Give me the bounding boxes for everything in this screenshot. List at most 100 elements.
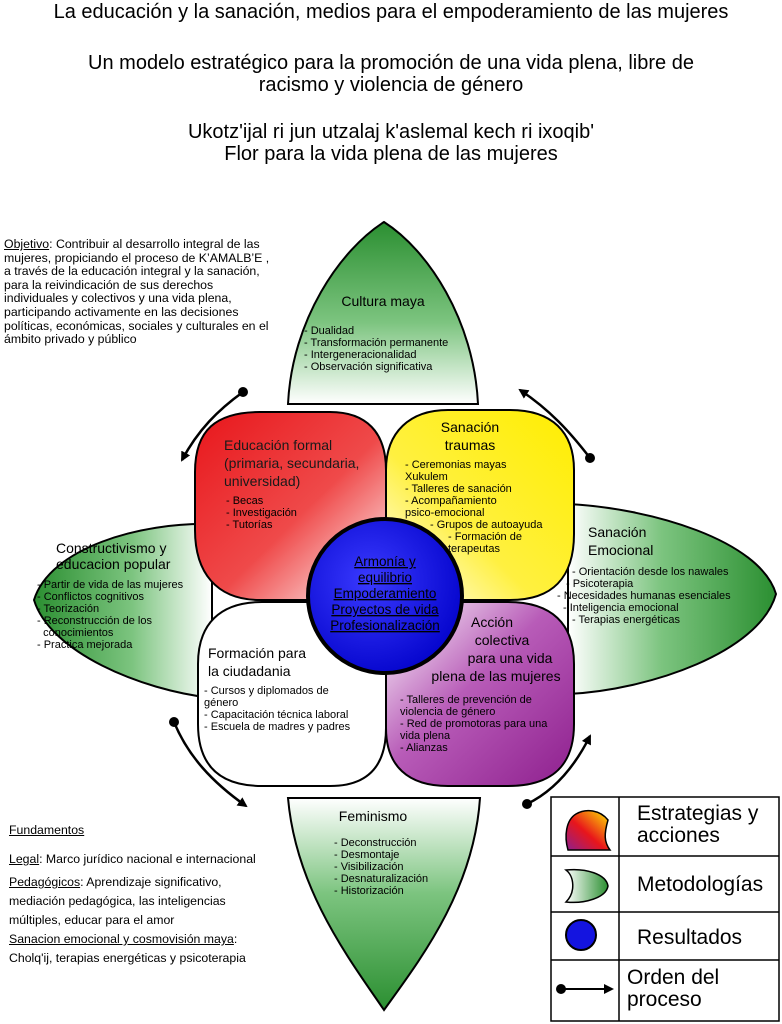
petal-bottom-item: - Desnaturalización bbox=[334, 873, 428, 885]
petal-top-item: - Intergeneracionalidad bbox=[304, 349, 417, 361]
quadrant-white-item: - Escuela de madres y padres bbox=[204, 721, 351, 733]
quadrant-red-title: universidad) bbox=[224, 473, 300, 489]
quadrant-yellow-title: traumas bbox=[445, 437, 496, 453]
quadrant-purple-item: violencia de género bbox=[400, 706, 495, 718]
petal-right-item: - Psicoterapia bbox=[566, 578, 634, 590]
quadrant-white-title: Formación para bbox=[208, 645, 306, 661]
legend-strategies-swatch bbox=[565, 809, 612, 851]
center-line: Profesionalización bbox=[330, 618, 440, 633]
petal-left-constructivismo bbox=[32, 522, 213, 700]
petal-bottom-item: - Visibilización bbox=[334, 861, 404, 873]
petal-bottom-title: Feminismo bbox=[339, 808, 408, 824]
process-arrow-bottom-right bbox=[522, 734, 592, 809]
flower-title-kiche: Ukotz'ijal ri jun utzalaj k'aslemal kech… bbox=[187, 121, 595, 143]
fundamentos-san-label: Sanacion emocional y cosmovisión maya bbox=[9, 932, 234, 946]
petal-bottom-item: - Deconstrucción bbox=[334, 837, 417, 849]
fundamentos-block: Fundamentos Legal: Marco jurídico nacion… bbox=[9, 821, 279, 968]
quadrant-yellow-item: terapeutas bbox=[448, 543, 500, 555]
petal-left-item: - Teorización bbox=[37, 603, 99, 615]
petal-left-item: - Practica mejorada bbox=[37, 639, 133, 651]
quadrant-white-item: género bbox=[204, 697, 238, 709]
petal-left-title: Constructivismo y bbox=[56, 540, 166, 556]
petal-top-title: Cultura maya bbox=[341, 293, 424, 309]
subtitle-line-1: Un modelo estratégico para la promoción … bbox=[88, 52, 694, 74]
quadrant-red-item: - Investigación bbox=[226, 507, 297, 519]
main-title: La educación y la sanación, medios para … bbox=[53, 1, 729, 23]
quadrant-purple-title: colectiva bbox=[475, 632, 530, 648]
fundamentos-legal-text: : Marco jurídico nacional e internaciona… bbox=[39, 852, 256, 866]
fundamentos-heading: Fundamentos bbox=[9, 823, 85, 837]
quadrant-yellow-item: - Talleres de sanación bbox=[405, 483, 512, 495]
petal-left-item: - Partir de vida de las mujeres bbox=[37, 579, 184, 591]
quadrant-yellow-item: Xukulem bbox=[405, 471, 448, 483]
petal-right-sanacion-emocional bbox=[567, 502, 778, 696]
quadrant-purple-title: Acción bbox=[471, 614, 513, 630]
petal-top-cultura-maya bbox=[286, 220, 480, 405]
quadrant-white-title: la ciudadania bbox=[208, 663, 291, 679]
legend-methodologies-label: Metodologías bbox=[637, 873, 764, 896]
legend-order-label: Orden del proceso bbox=[627, 966, 720, 1011]
legend-strategies-label: Estrategias y acciones bbox=[637, 802, 759, 847]
center-line: equilibrio bbox=[358, 570, 412, 585]
legend-order-arrow-icon bbox=[556, 984, 614, 994]
quadrant-red-title: Educación formal bbox=[224, 437, 332, 453]
fundamentos-ped-label: Pedagógicos bbox=[9, 875, 81, 889]
process-arrow-top-right bbox=[518, 388, 595, 463]
legend-results-swatch bbox=[565, 919, 597, 951]
quadrant-yellow-item: - Formación de bbox=[448, 531, 522, 543]
petal-right-item: - Orientación desde los nawales bbox=[572, 566, 729, 578]
fundamentos-ped-text: : Aprendizaje significativo, mediación p… bbox=[9, 875, 226, 927]
process-arrow-bottom-left bbox=[169, 717, 248, 808]
petal-top-item: - Dualidad bbox=[304, 325, 354, 337]
petal-right-title: Emocional bbox=[588, 542, 653, 558]
center-line: Empoderamiento bbox=[334, 586, 437, 601]
quadrant-yellow-title: Sanación bbox=[441, 419, 499, 435]
quadrant-yellow-item: psico-emocional bbox=[405, 507, 484, 519]
petal-left-item: - Conflictos cognitivos bbox=[37, 591, 144, 603]
legend-table bbox=[550, 796, 780, 1022]
objective-body: : Contribuir al desarrollo integral de l… bbox=[4, 237, 270, 347]
quadrant-red-item: - Tutorías bbox=[226, 519, 273, 531]
fundamentos-pedagogicos: Pedagógicos: Aprendizaje significativo, … bbox=[9, 873, 279, 930]
petal-left-item: - Reconstrucción de los bbox=[37, 615, 152, 627]
petal-bottom-feminismo bbox=[286, 797, 482, 1012]
objective-text: Objetivo: Contribuir al desarrollo integ… bbox=[4, 237, 274, 347]
quadrant-white-item: - Cursos y diplomados de bbox=[204, 685, 329, 697]
flower-title: Ukotz'ijal ri jun utzalaj k'aslemal kech… bbox=[0, 121, 782, 165]
petal-left-title: educacion popular bbox=[56, 556, 171, 572]
petal-right-item: - Inteligencia emocional bbox=[563, 602, 679, 614]
center-line: Armonía y bbox=[354, 554, 416, 569]
center-line: Proyectos de vida bbox=[331, 602, 439, 617]
petal-bottom-item: - Desmontaje bbox=[334, 849, 399, 861]
fundamentos-san-text: : Cholq'ij, terapias energéticas y psico… bbox=[9, 932, 246, 965]
petal-bottom-item: - Historización bbox=[334, 885, 404, 897]
fundamentos-legal: Legal: Marco jurídico nacional e interna… bbox=[9, 850, 279, 869]
petal-right-item: - Terapias energéticas bbox=[572, 614, 681, 626]
quadrant-purple-item: - Talleres de prevención de bbox=[400, 694, 532, 706]
flower-title-spanish: Flor para la vida plena de las mujeres bbox=[224, 143, 558, 165]
quadrant-purple-title: para una vida bbox=[468, 650, 553, 666]
quadrant-white-item: - Capacitación técnica laboral bbox=[204, 709, 348, 721]
quadrant-purple-title: plena de las mujeres bbox=[431, 668, 560, 684]
petal-right-item: - Necesidades humanas esenciales bbox=[557, 590, 731, 602]
legend-methodologies-swatch bbox=[564, 868, 609, 904]
legend-results-label: Resultados bbox=[637, 926, 743, 949]
quadrant-purple-item: vida plena bbox=[400, 730, 451, 742]
petal-top-item: - Transformación permanente bbox=[304, 337, 448, 349]
petal-top-item: - Observación significativa bbox=[304, 361, 433, 373]
subtitle: Un modelo estratégico para la promoción … bbox=[0, 52, 782, 96]
center-circle bbox=[306, 517, 464, 675]
process-arrow-top-left bbox=[180, 387, 248, 462]
quadrant-red-title: (primaria, secundaria, bbox=[224, 455, 359, 471]
quadrant-red-item: - Becas bbox=[226, 495, 264, 507]
petal-left-item: conocimientos bbox=[37, 627, 114, 639]
fundamentos-legal-label: Legal bbox=[9, 852, 40, 866]
quadrant-yellow-item: - Acompañamiento bbox=[405, 495, 497, 507]
objective-label: Objetivo bbox=[4, 237, 50, 251]
petal-right-title: Sanación bbox=[588, 524, 646, 540]
quadrant-yellow-item: - Grupos de autoayuda bbox=[430, 519, 543, 531]
subtitle-line-2: racismo y violencia de género bbox=[258, 74, 524, 96]
quadrant-yellow-item: - Ceremonias mayas bbox=[405, 459, 507, 471]
quadrant-purple-item: - Red de promotoras para una bbox=[400, 718, 548, 730]
